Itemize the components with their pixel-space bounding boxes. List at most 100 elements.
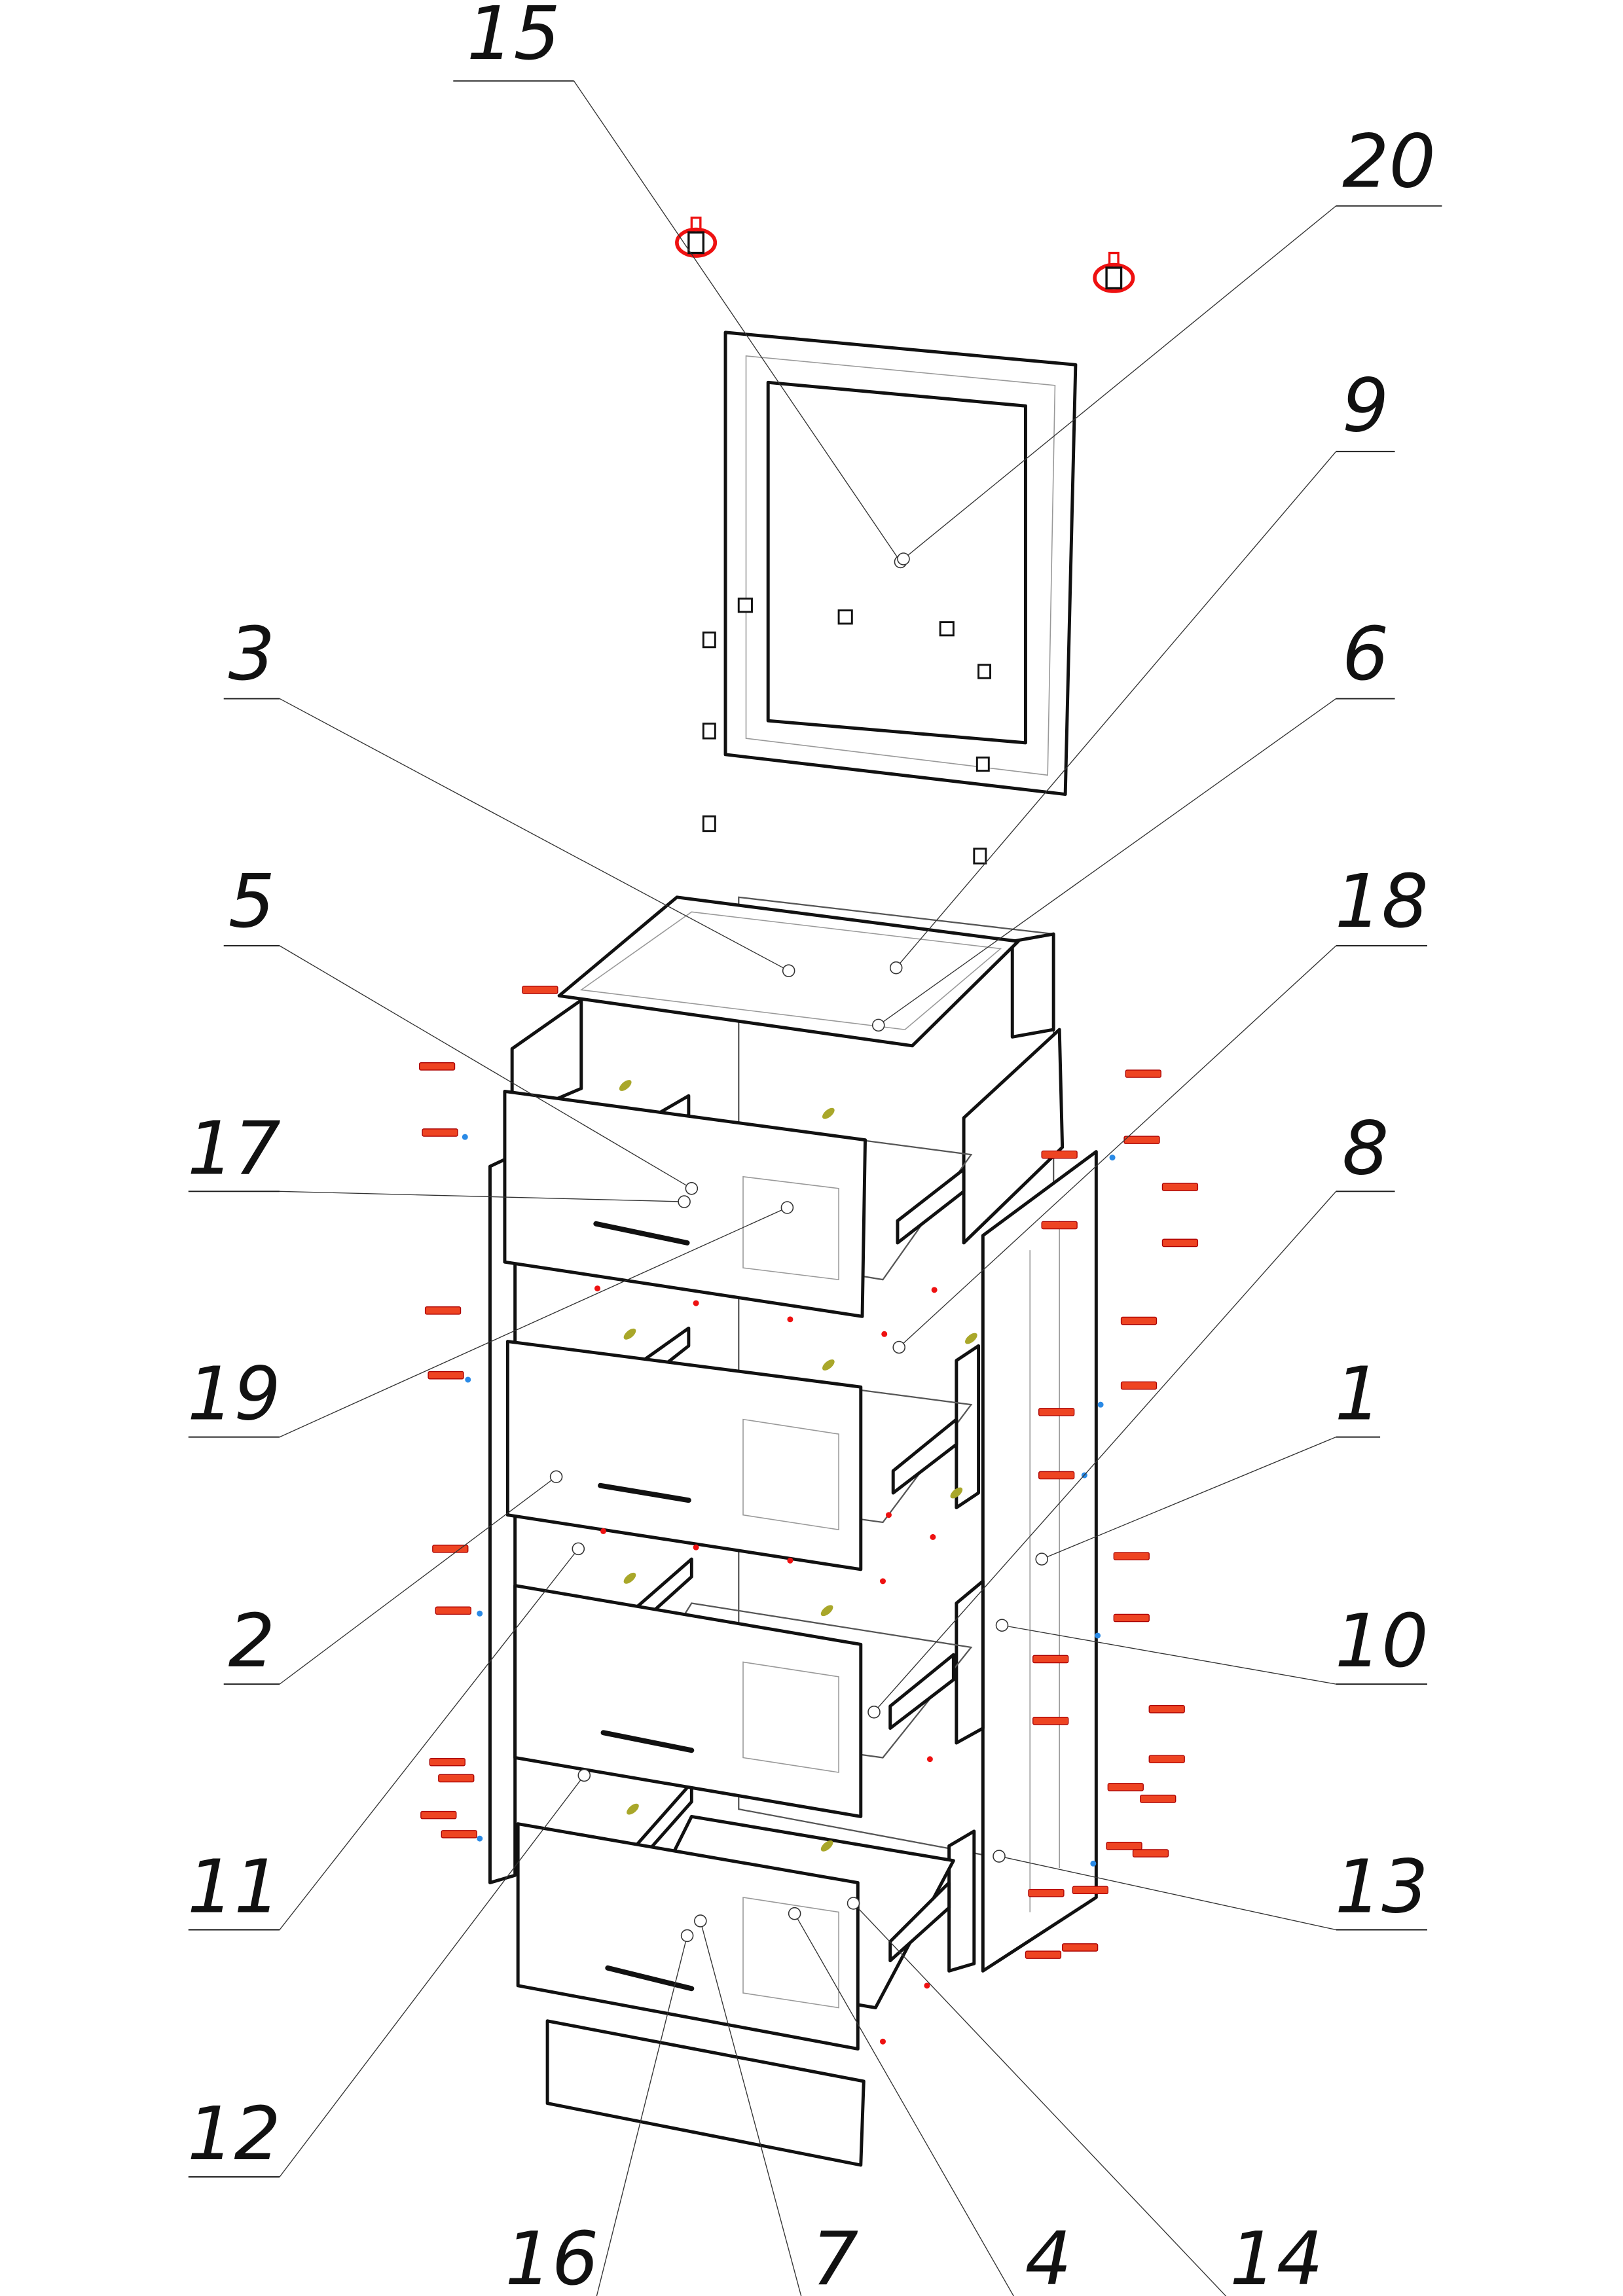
pin [462,1134,468,1140]
fastener-dot [600,1528,607,1534]
screw [1032,1717,1069,1725]
wall-hanger-right [1093,251,1135,293]
callout-number: 1 [1335,1352,1382,1437]
callout-number: 17 [187,1106,281,1191]
pin [465,1376,471,1383]
screw [1161,1183,1199,1191]
screw [441,1830,477,1839]
leader-point [549,1470,563,1484]
callout-2: 2 [223,1470,563,1685]
dowel [950,1487,963,1499]
leader-point [1035,1552,1048,1566]
callout-19: 19 [187,1201,794,1438]
screw [435,1606,471,1615]
mirror-clips [702,598,992,865]
screw [420,1810,457,1820]
leader-line [279,1476,557,1685]
callout-11: 11 [187,1542,585,1931]
screw [1120,1316,1158,1325]
screw [1038,1471,1075,1480]
leader-line [596,1935,688,2296]
screw [428,1371,464,1380]
screw [1125,1069,1161,1078]
screw [1041,1221,1078,1230]
screw [1038,1408,1075,1416]
fastener-dot [879,2038,886,2045]
pin [477,1835,483,1842]
leader-point [572,1542,585,1556]
callout-18: 18 [892,859,1429,1354]
screw [1028,1888,1065,1897]
screw [1148,1705,1185,1713]
dowel [623,1328,636,1340]
callout-number: 3 [228,612,275,697]
dowel [822,1107,835,1119]
screw [1132,1849,1169,1857]
pin [477,1610,483,1617]
callout-number: 8 [1342,1106,1389,1191]
dowel [820,1840,833,1852]
screw [1041,1150,1078,1159]
callout-15: 15 [453,0,907,569]
leader-line [903,206,1337,560]
screw [429,1757,465,1767]
callout-number: 9 [1342,363,1389,448]
leader-line [794,1913,1014,2296]
callout-number: 18 [1335,859,1429,944]
leader-line [574,81,902,562]
callout-number: 20 [1342,119,1436,204]
callout-13: 13 [993,1844,1429,1931]
fastener-dot [787,1557,793,1564]
screw [1161,1238,1199,1247]
leader-point [678,1195,691,1208]
leader-line [898,945,1337,1348]
leader-point [680,1929,694,1943]
callout-number: 2 [228,1599,275,1684]
screw [1120,1381,1158,1390]
dowel [964,1333,977,1344]
callout-number: 16 [505,2217,598,2296]
leader-point [897,552,910,565]
fastener-dot [594,1285,601,1292]
callout-3: 3 [223,612,795,977]
callout-number: 10 [1335,1599,1429,1684]
dowel [619,1080,632,1091]
leader-point [577,1768,591,1782]
screw [1061,1943,1099,1952]
leader-point [889,961,903,975]
callout-6: 6 [871,612,1395,1032]
leader-line [279,698,789,971]
callout-12: 12 [187,1768,591,2178]
callout-number: 19 [187,1352,281,1437]
callout-7: 7 [694,1914,858,2296]
leader-point [685,1182,699,1195]
callout-number: 13 [1335,1844,1429,1929]
pin [1109,1155,1116,1161]
leader-line [878,698,1337,1026]
drawer-front-2 [505,1340,863,1571]
dowel [820,1605,833,1617]
leader-point [995,1619,1009,1632]
leader-line [280,1191,685,1202]
leader-point [993,1850,1006,1863]
leader-line [700,1920,802,2296]
leader-line [873,1191,1337,1713]
screw [1072,1886,1109,1895]
pin [1090,1860,1097,1867]
screw [1107,1783,1144,1791]
callout-16: 16 [505,1929,694,2296]
leader-line [279,1548,579,1930]
callout-number: 15 [467,0,560,77]
leader-line [279,1775,585,2178]
screw [522,986,558,994]
callout-number: 4 [1025,2217,1072,2296]
fastener-dot [931,1287,938,1293]
screw [422,1128,458,1137]
leader-point [867,1706,881,1719]
callout-20: 20 [897,119,1442,565]
fastener-dot [930,1534,936,1540]
leader-point [788,1907,801,1920]
leader-point [871,1018,885,1032]
callout-9: 9 [889,363,1395,975]
